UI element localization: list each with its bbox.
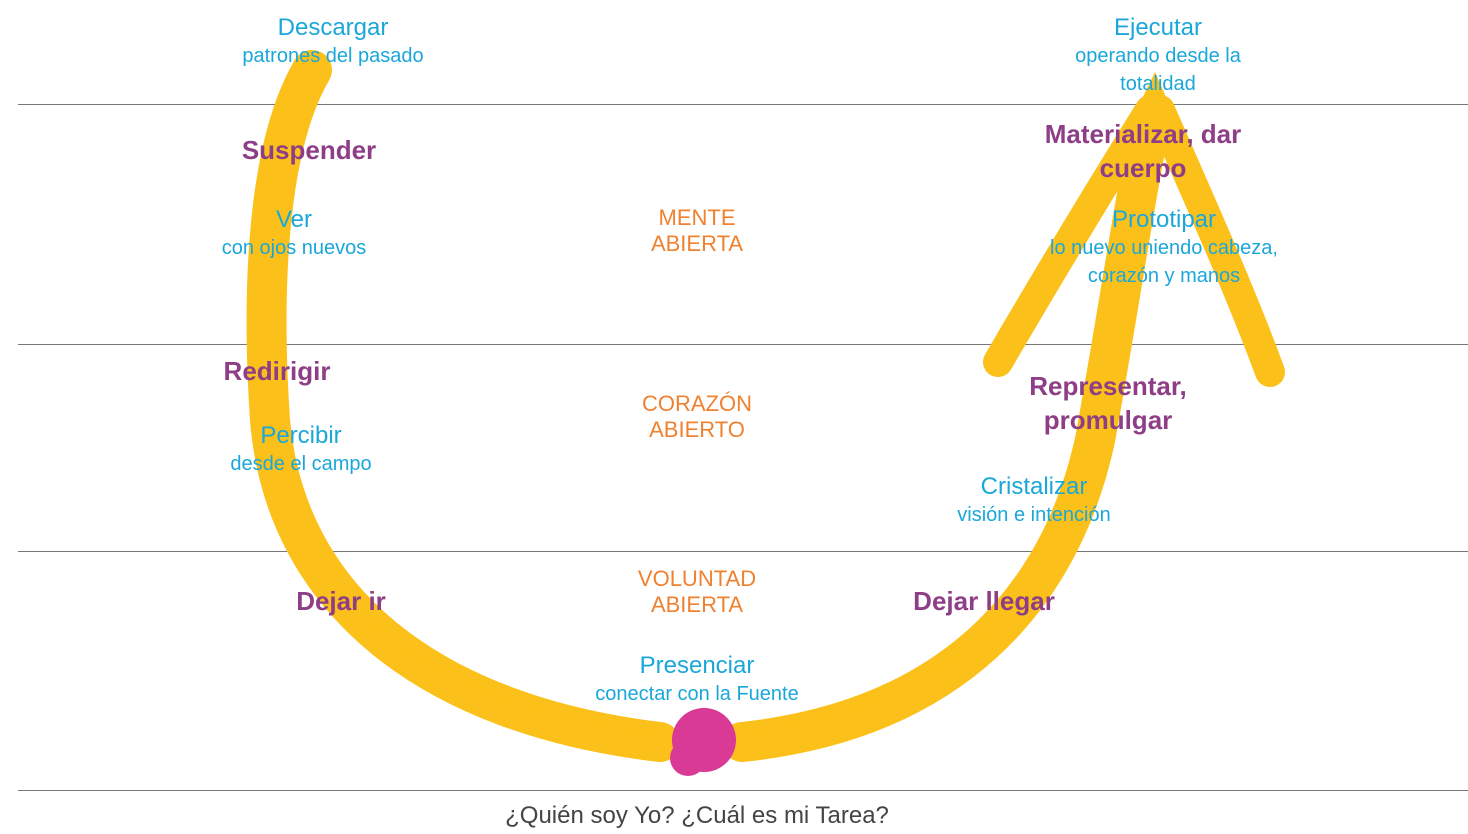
brush-stroke-left-arm-texture [258, 85, 655, 737]
descargar-title: Descargar [277, 14, 389, 41]
corazon-line-1: CORAZÓN [642, 391, 752, 416]
ejecutar-title: Ejecutar [1113, 14, 1203, 41]
mente-line-1: MENTE [658, 205, 736, 230]
corazon-abierto-label: CORAZÓN ABIERTO [642, 391, 752, 443]
arrowhead-tip [1122, 72, 1185, 140]
percibir-label: Percibir desde el campo [230, 422, 371, 478]
ver-subtitle: con ojos nuevos [221, 237, 367, 259]
mente-line-2: ABIERTA [650, 231, 744, 256]
dejar-llegar-label: Dejar llegar [913, 586, 1055, 616]
suspender-label: Suspender [241, 135, 377, 165]
cristalizar-label: Cristalizar visión e intención [957, 473, 1110, 529]
representar-line-1: Representar, [1029, 371, 1187, 401]
brush-stroke-right-arm [722, 130, 1165, 762]
prototipar-subtitle-line-1: lo nuevo uniendo cabeza, [1050, 237, 1278, 259]
divider-line-heart [18, 344, 1468, 345]
percibir-title: Percibir [260, 422, 342, 449]
dejar-ir-label: Dejar ir [296, 586, 386, 616]
divider-line-bottom [18, 790, 1468, 791]
redirigir-label: Redirigir [223, 356, 331, 386]
presenciar-subtitle: conectar con la Fuente [595, 683, 799, 705]
source-dot [670, 708, 736, 776]
voluntad-line-2: ABIERTA [650, 592, 744, 617]
materializar-line-2: cuerpo [1099, 153, 1187, 183]
mente-abierta-label: MENTE ABIERTA [651, 205, 743, 257]
presenciar-label: Presenciar conectar con la Fuente [595, 652, 798, 708]
materializar-label: Materializar, dar cuerpo [1045, 117, 1242, 185]
bottom-question: ¿Quién soy Yo? ¿Cuál es mi Tarea? [505, 802, 889, 829]
descargar-label: Descargar patrones del pasado [242, 14, 423, 70]
representar-label: Representar, promulgar [1029, 369, 1187, 437]
percibir-subtitle: desde el campo [230, 453, 372, 475]
cristalizar-title: Cristalizar [980, 473, 1088, 500]
ver-label: Ver con ojos nuevos [222, 206, 367, 262]
brush-stroke-u-curve [246, 50, 1285, 762]
divider-line-will [18, 551, 1468, 552]
materializar-line-1: Materializar, dar [1044, 119, 1242, 149]
prototipar-subtitle-line-2: corazón y manos [1087, 265, 1241, 287]
corazon-line-2: ABIERTO [649, 417, 745, 442]
ejecutar-label: Ejecutar operando desde la totalidad [1075, 14, 1241, 98]
ejecutar-subtitle-line-2: totalidad [1120, 73, 1196, 95]
ejecutar-subtitle-line-1: operando desde la [1075, 45, 1241, 67]
cristalizar-subtitle: visión e intención [957, 504, 1111, 526]
brush-stroke-left-arm [246, 50, 680, 762]
presenciar-title: Presenciar [639, 652, 755, 679]
descargar-subtitle: patrones del pasado [242, 45, 424, 67]
voluntad-line-1: VOLUNTAD [637, 566, 757, 591]
prototipar-label: Prototipar lo nuevo uniendo cabeza, cora… [1050, 206, 1278, 290]
ver-title: Ver [275, 206, 313, 233]
divider-line-mind [18, 104, 1468, 105]
prototipar-title: Prototipar [1111, 206, 1217, 233]
arrowhead-right-wing [1145, 95, 1285, 387]
arrowhead-left-wing [983, 95, 1165, 377]
voluntad-abierta-label: VOLUNTAD ABIERTA [638, 566, 756, 618]
brush-stroke-right-arm-texture [747, 155, 1155, 737]
representar-line-2: promulgar [1043, 405, 1173, 435]
